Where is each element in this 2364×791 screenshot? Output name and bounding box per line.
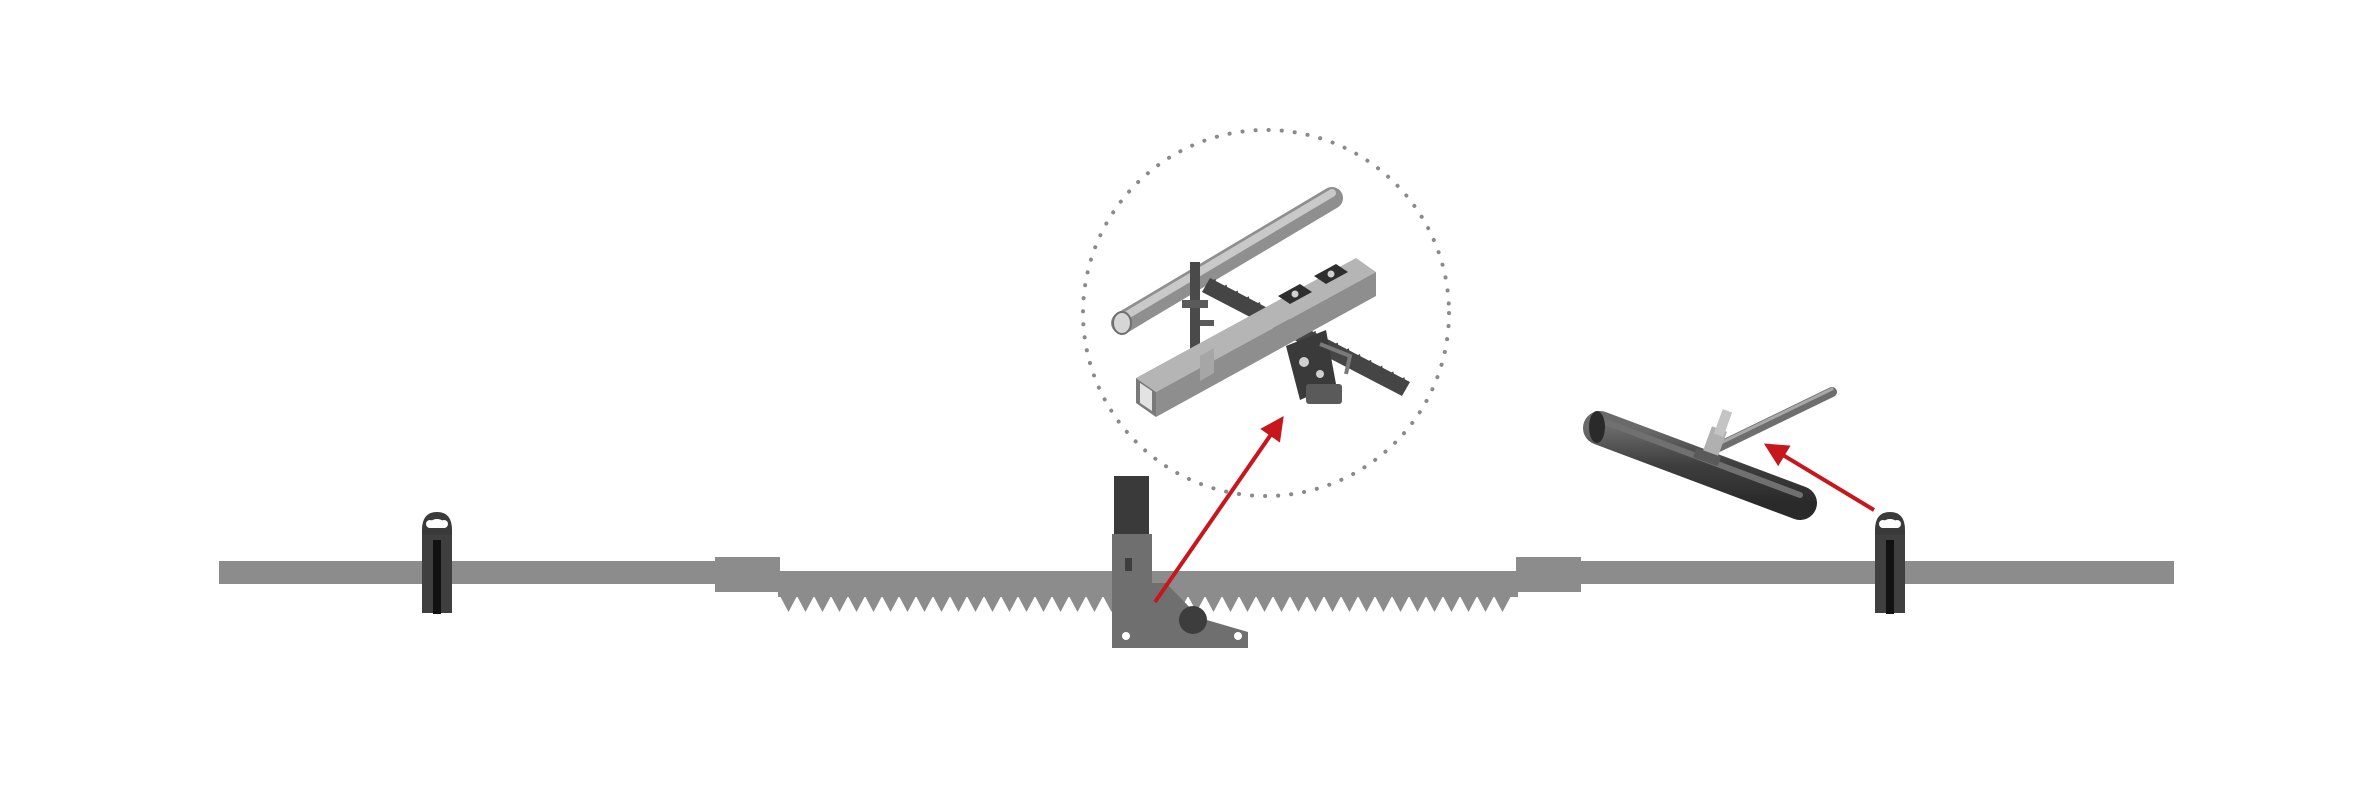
bracket-plate (1112, 534, 1248, 648)
round-tube (1111, 187, 1343, 335)
tube-clamp (1693, 409, 1733, 467)
drive-bracket (1112, 476, 1248, 648)
arrow-to-bracket-detail (1153, 416, 1284, 604)
dotted-circle (1081, 128, 1451, 498)
clamp-detail-illustration (1583, 387, 1837, 520)
bracket-hole-large (1179, 606, 1207, 634)
left-clamp (422, 512, 452, 614)
detail-rack (1202, 278, 1410, 396)
arrow-to-clamp-detail (1763, 443, 1876, 512)
tube-bracket (1182, 262, 1214, 354)
right-coupler (1516, 557, 1581, 592)
bracket-top-block (1114, 476, 1149, 536)
gearbox (1286, 330, 1353, 404)
bracket-hole-left (1122, 632, 1130, 640)
bracket-detail-callout (1081, 128, 1451, 498)
bracket-hole-right (1234, 632, 1242, 640)
bracket-slot (1125, 558, 1132, 571)
right-clamp (1875, 512, 1905, 614)
square-tube (1136, 258, 1376, 417)
left-coupler (715, 557, 780, 592)
left-rod (219, 561, 717, 584)
mounting-plates (1278, 264, 1348, 304)
